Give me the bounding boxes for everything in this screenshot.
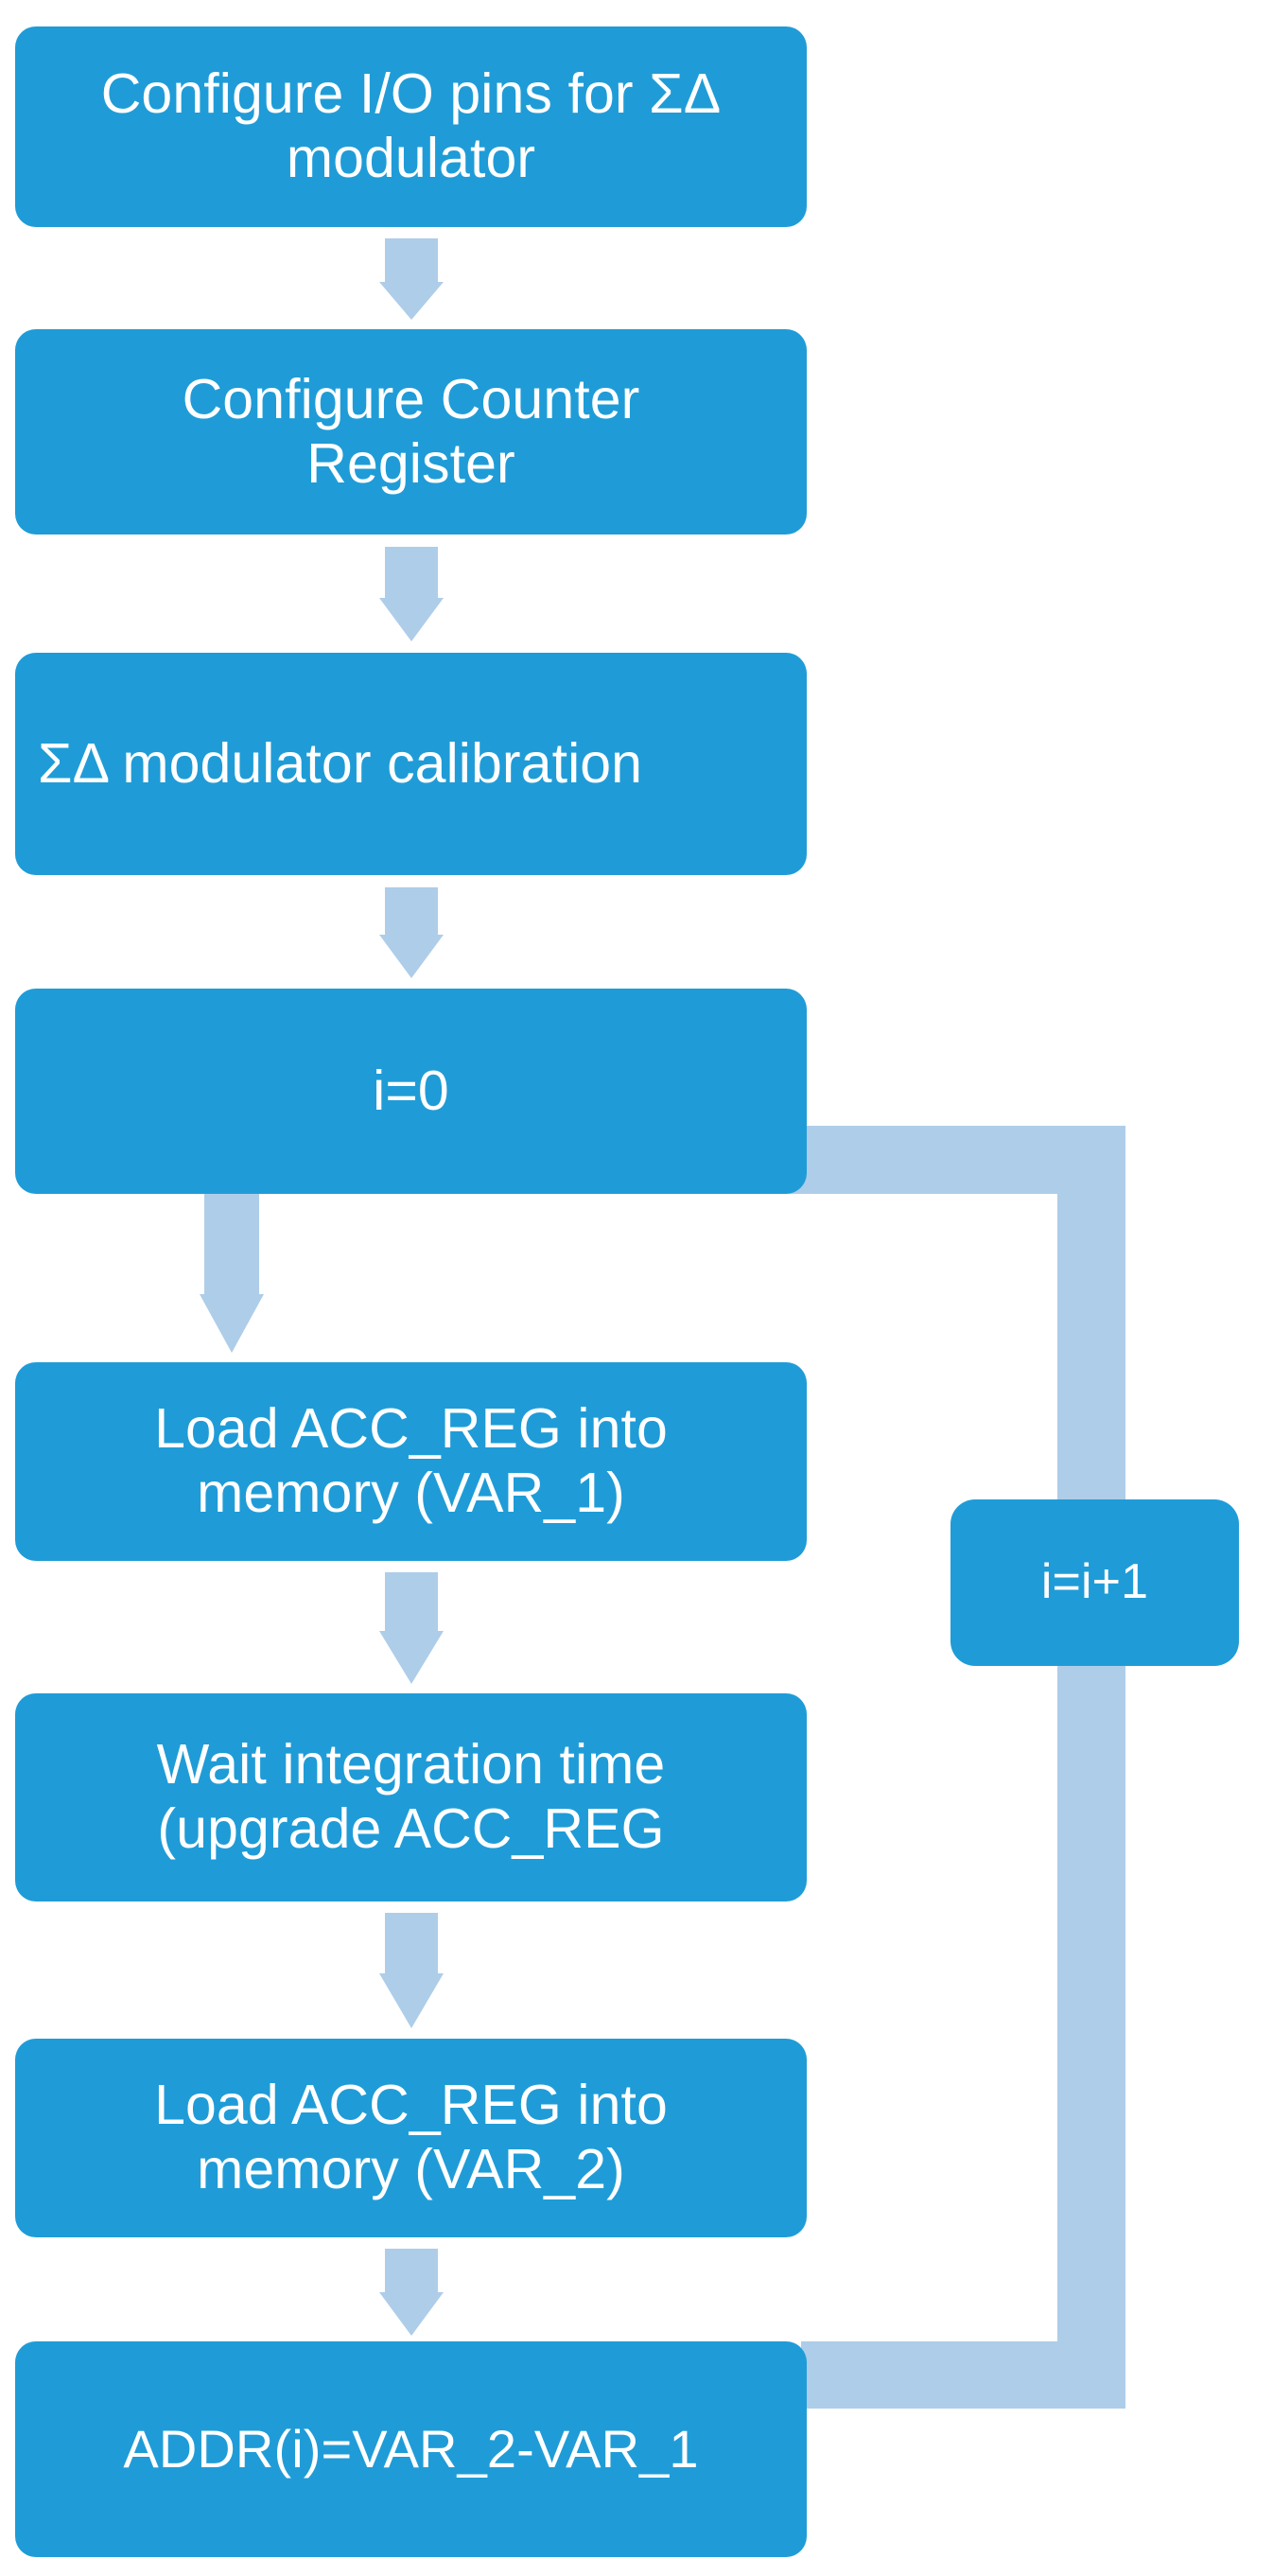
arrow-shaft bbox=[384, 2249, 438, 2292]
node-modulator-calibration[interactable]: ΣΔ modulator calibration bbox=[15, 653, 807, 875]
arrow-config-io-to-config-counter bbox=[15, 238, 807, 320]
node-label: Configure Counter Register bbox=[182, 367, 640, 495]
node-label: Load ACC_REG into memory (VAR_1) bbox=[154, 1397, 668, 1524]
arrow-head bbox=[378, 1631, 444, 1684]
node-configure-io-pins[interactable]: Configure I/O pins for ΣΔ modulator bbox=[15, 26, 807, 227]
arrow-shaft bbox=[384, 238, 438, 282]
arrow-shaft bbox=[384, 887, 438, 935]
arrow-load-var1-to-wait-integ bbox=[15, 1572, 807, 1684]
node-label: Configure I/O pins for ΣΔ modulator bbox=[100, 62, 722, 189]
arrow-init-i-to-load-var1 bbox=[15, 1194, 346, 1353]
arrow-shaft bbox=[384, 1572, 438, 1631]
arrow-head bbox=[378, 1973, 444, 2028]
node-label: Wait integration time (upgrade ACC_REG bbox=[156, 1733, 666, 1860]
node-initialize-i[interactable]: i=0 bbox=[15, 989, 807, 1194]
loop-segment-right bbox=[1057, 1126, 1125, 2409]
arrow-head bbox=[378, 935, 444, 978]
arrow-load-var2-to-addr-store bbox=[15, 2249, 807, 2336]
arrow-head bbox=[378, 282, 444, 320]
arrow-head bbox=[378, 598, 444, 641]
node-label: Load ACC_REG into memory (VAR_2) bbox=[154, 2074, 668, 2200]
arrow-shaft bbox=[204, 1194, 259, 1294]
loop-segment-bottom bbox=[801, 2341, 1125, 2409]
node-label: ΣΔ modulator calibration bbox=[38, 731, 643, 795]
arrow-head bbox=[200, 1294, 264, 1353]
node-load-acc-reg-var2[interactable]: Load ACC_REG into memory (VAR_2) bbox=[15, 2039, 807, 2237]
arrow-shaft bbox=[384, 547, 438, 598]
node-increment-i[interactable]: i=i+1 bbox=[950, 1499, 1239, 1666]
node-label: i=i+1 bbox=[1040, 1554, 1149, 1610]
node-load-acc-reg-var1[interactable]: Load ACC_REG into memory (VAR_1) bbox=[15, 1362, 807, 1561]
node-wait-integration-time[interactable]: Wait integration time (upgrade ACC_REG bbox=[15, 1693, 807, 1901]
node-label: i=0 bbox=[373, 1059, 449, 1122]
arrow-shaft bbox=[384, 1913, 438, 1973]
node-store-address-difference[interactable]: ADDR(i)=VAR_2-VAR_1 bbox=[15, 2341, 807, 2557]
node-configure-counter-register[interactable]: Configure Counter Register bbox=[15, 329, 807, 534]
node-label: ADDR(i)=VAR_2-VAR_1 bbox=[123, 2418, 699, 2479]
arrow-head bbox=[378, 2292, 444, 2336]
arrow-wait-integ-to-load-var2 bbox=[15, 1913, 807, 2028]
arrow-config-counter-to-calibration bbox=[15, 547, 807, 641]
arrow-calibration-to-init-i bbox=[15, 887, 807, 978]
